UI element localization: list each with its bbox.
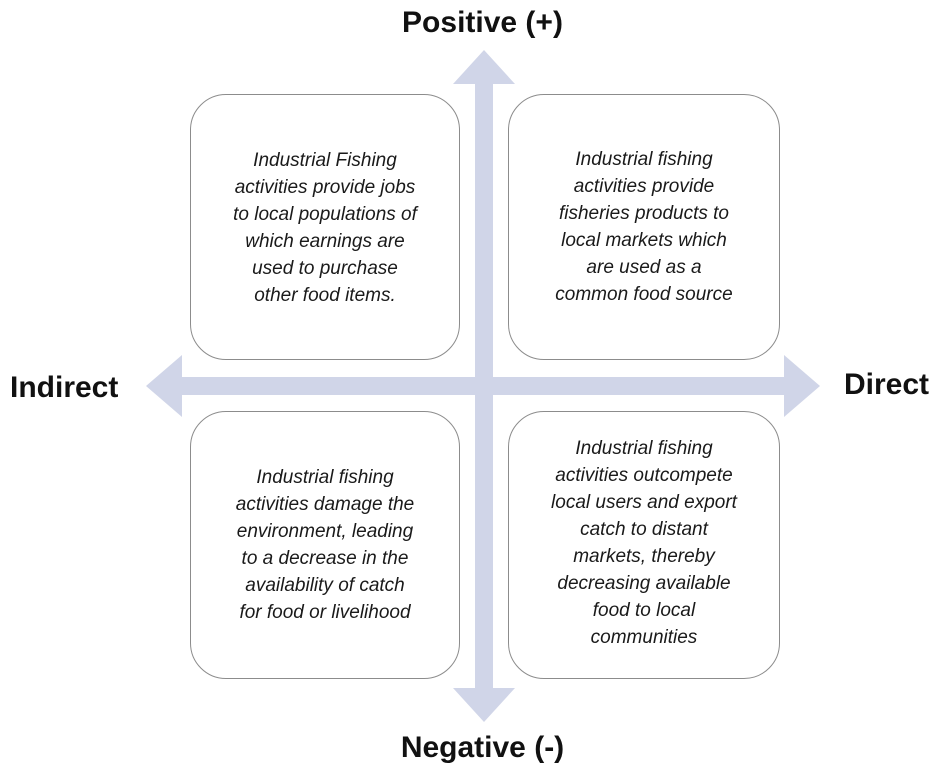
- text-line: for food or livelihood: [239, 602, 411, 623]
- horizontal-axis-shaft-body: [178, 377, 790, 395]
- quadrant-box-bottom-right: Industrial fishing activities outcompete…: [508, 411, 780, 679]
- text-line: availability of catch: [245, 575, 405, 596]
- text-line: activities provide: [573, 176, 715, 197]
- text-line: are used as a: [586, 257, 702, 278]
- text-line: food to local: [592, 600, 696, 621]
- arrow-right-icon: [784, 355, 820, 417]
- text-line: communities: [590, 627, 698, 648]
- text-line: markets, thereby: [573, 546, 715, 567]
- text-line: environment, leading: [236, 521, 414, 542]
- quadrant-text-top-right: Industrial fishing activities provide fi…: [541, 146, 746, 308]
- axis-label-direct: Direct: [843, 368, 929, 401]
- text-line: fisheries products to: [558, 203, 729, 224]
- text-line: activities provide jobs: [234, 177, 416, 198]
- text-line: catch to distant: [580, 519, 708, 540]
- axis-label-positive: Positive (+): [402, 6, 563, 39]
- text-line: to local populations of: [233, 204, 417, 225]
- text-line: local users and export: [551, 492, 737, 513]
- text-line: decreasing available: [557, 573, 731, 594]
- text-line: activities damage the: [235, 494, 415, 515]
- quadrant-text-bottom-right: Industrial fishing activities outcompete…: [537, 435, 751, 651]
- text-line: activities outcompete: [555, 465, 733, 486]
- text-line: used to purchase: [252, 258, 398, 279]
- text-line: which earnings are: [245, 231, 405, 252]
- text-line: to a decrease in the: [241, 548, 409, 569]
- text-line: Industrial fishing: [256, 467, 394, 488]
- axis-label-indirect: Indirect: [10, 371, 119, 404]
- axis-label-negative: Negative (-): [400, 731, 565, 764]
- text-line: local markets which: [561, 230, 727, 251]
- arrow-left-icon: [146, 355, 182, 417]
- quadrant-text-top-left: Industrial Fishing activities provide jo…: [219, 147, 431, 309]
- text-line: Industrial fishing: [575, 149, 713, 170]
- quadrant-box-top-right: Industrial fishing activities provide fi…: [508, 94, 780, 360]
- text-line: Industrial Fishing: [253, 150, 397, 171]
- text-line: Industrial fishing: [575, 438, 713, 459]
- text-line: other food items.: [254, 285, 396, 306]
- quadrant-box-top-left: Industrial Fishing activities provide jo…: [190, 94, 460, 360]
- text-line: common food source: [555, 284, 733, 305]
- quadrant-box-bottom-left: Industrial fishing activities damage the…: [190, 411, 460, 679]
- quadrant-text-bottom-left: Industrial fishing activities damage the…: [222, 464, 429, 626]
- arrow-down-icon: [453, 688, 515, 722]
- arrow-up-icon: [453, 50, 515, 84]
